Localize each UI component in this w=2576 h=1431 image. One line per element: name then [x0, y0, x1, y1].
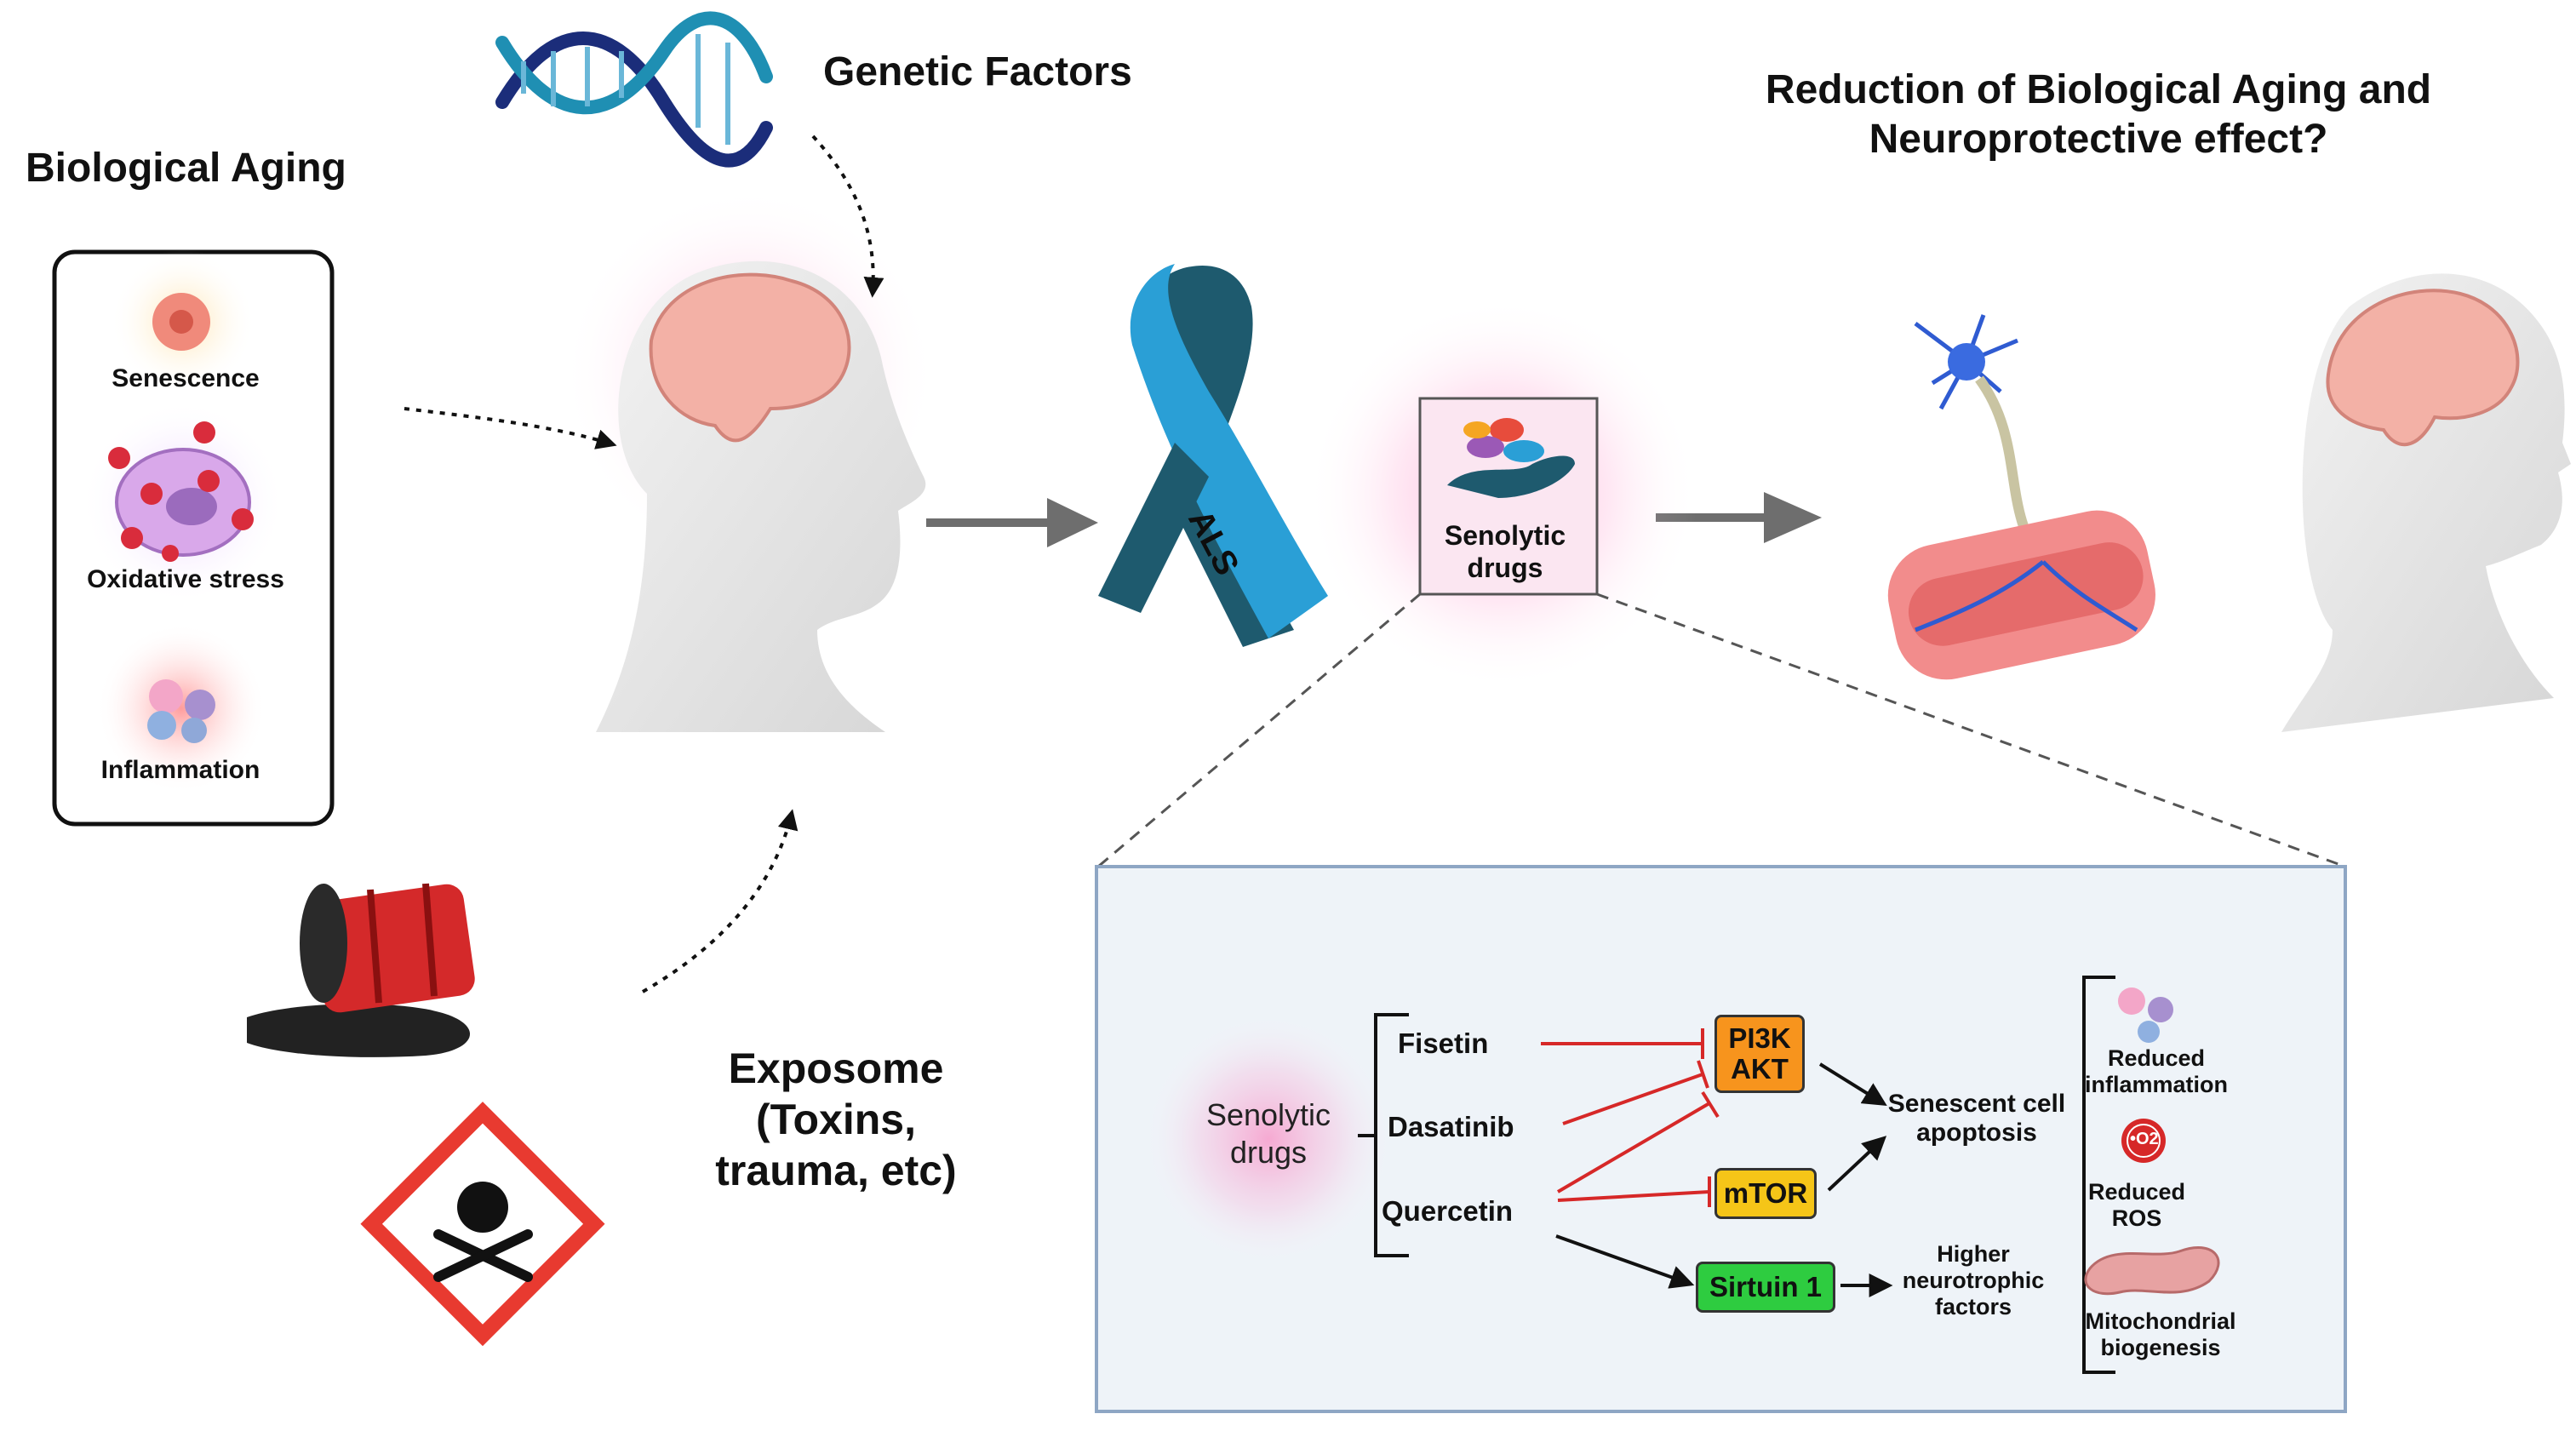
genetic-factors-title: Genetic Factors	[823, 49, 1132, 94]
neuron-muscle-icon	[1887, 314, 2155, 680]
inflammation-label: Inflammation	[100, 756, 260, 784]
toxic-hazard-icon	[360, 1102, 605, 1347]
dotted-arrow-exposome	[641, 809, 799, 993]
reduction-title: Reduction of Biological Aging and Neurop…	[1765, 67, 2432, 162]
mitochondria-icon	[2084, 1246, 2220, 1296]
oxidative-stress-label: Oxidative stress	[87, 565, 284, 593]
als-ribbon-icon	[1098, 264, 1328, 647]
drug-dasatinib: Dasatinib	[1388, 1111, 1514, 1142]
dotted-arrow-aging	[404, 407, 617, 449]
pills-hand-icon	[1447, 418, 1575, 498]
quercetin-to-sirtuin-arrow	[1555, 1234, 1695, 1289]
senescence-label: Senescence	[112, 364, 260, 392]
mitochondrial-biogenesis-label: Mitochondrial biogenesis	[2085, 1308, 2236, 1360]
sirtuin-1-box: Sirtuin 1	[1696, 1262, 1835, 1313]
neurotrophic-label: Higher neurotrophic factors	[1902, 1241, 2045, 1319]
dotted-arrow-genetic	[811, 135, 884, 298]
pi3k-akt-box: PI3K AKT	[1714, 1015, 1805, 1093]
zoom-line-right	[1596, 592, 2346, 868]
human-head-right	[2281, 273, 2571, 732]
inflammation-cells-icon	[147, 679, 215, 743]
muscle-fibers	[1887, 510, 2155, 680]
reduced-ros-label: Reduced ROS	[2087, 1179, 2186, 1231]
senescent-apoptosis-label: Senescent cell apoptosis	[1887, 1090, 2066, 1147]
human-head-left	[596, 260, 926, 733]
quercetin-inhibits-mtor	[1557, 1190, 1710, 1202]
drugs-bracket	[1358, 1013, 1409, 1257]
drug-fisetin: Fisetin	[1398, 1027, 1489, 1059]
reduced-inflammation-label: Reduced inflammation	[2084, 1045, 2228, 1097]
oxidative-stress-icon	[108, 421, 254, 562]
effects-bracket	[2082, 976, 2115, 1374]
pi3k-to-apoptosis-arrow	[1818, 1062, 1887, 1106]
mtor-to-apoptosis-arrow	[1827, 1136, 1887, 1192]
flow-arrow-1	[926, 498, 1098, 547]
exposome-title: Exposome (Toxins, trauma, etc)	[715, 1045, 957, 1194]
ros-icon-text: •O2	[2130, 1130, 2159, 1148]
dasatinib-inhibits-pi3k	[1562, 1073, 1703, 1125]
senescent-cell-icon	[152, 293, 210, 351]
oil-barrel-icon	[247, 883, 475, 1057]
quercetin-inhibits-pi3k	[1556, 1102, 1711, 1193]
mtor-box: mTOR	[1714, 1168, 1817, 1219]
reduced-inflammation-icon	[2118, 987, 2173, 1043]
dna-icon	[495, 11, 773, 168]
biological-aging-title: Biological Aging	[26, 146, 346, 191]
zoom-line-left	[1097, 592, 1421, 868]
detail-senolytic-label: Senolytic drugs	[1205, 1097, 1331, 1170]
senolytic-card-label: Senolytic drugs	[1444, 520, 1566, 583]
reduced-ros-icon	[2121, 1119, 2166, 1163]
drug-quercetin: Quercetin	[1382, 1195, 1514, 1227]
